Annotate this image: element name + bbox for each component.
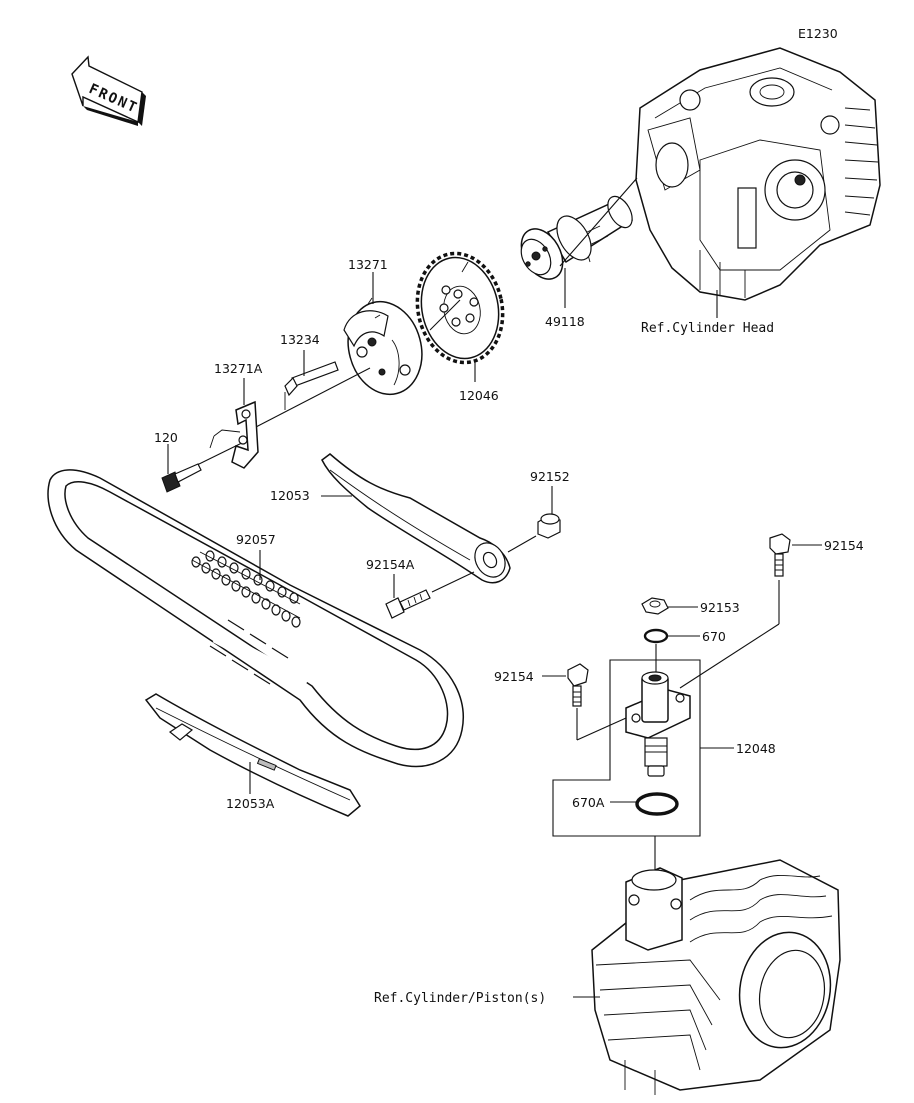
cylinder-block [591,859,841,1095]
decompressor-spring-bracket [209,400,259,469]
diagram-code: E1230 [798,26,838,41]
cylinder-head [635,47,881,301]
bolt-92154-left [567,663,589,707]
part-92154-left: 92154 [494,669,534,684]
chain-tensioner-guide [321,453,511,584]
part-12053: 12053 [270,488,310,503]
part-92154-right: 92154 [824,538,864,553]
part-92153: 92153 [700,600,740,615]
part-13234: 13234 [280,332,320,347]
camshaft [520,195,634,280]
part-120: 120 [154,430,178,445]
part-92154A: 92154A [366,557,415,572]
part-12053A: 12053A [226,796,275,811]
decompressor-weight [343,297,423,396]
o-ring-670A [635,792,679,816]
bolt-120 [161,463,202,493]
part-12048: 12048 [736,741,776,756]
o-ring-670 [643,628,669,644]
bolt-92154-right [769,533,791,577]
part-12046: 12046 [459,388,499,403]
part-670: 670 [702,629,726,644]
cam-chain [47,469,464,768]
nut-92153 [641,597,669,615]
part-13271A: 13271A [214,361,263,376]
part-92152: 92152 [530,469,570,484]
guide-pin [537,513,561,539]
bolt-92154A [385,589,431,619]
cam-sprocket [415,251,505,365]
part-49118: 49118 [545,314,585,329]
part-13271: 13271 [348,257,388,272]
ref-cylinder-piston: Ref.Cylinder/Piston(s) [374,991,546,1006]
cam-chain-tensioner-lifter [625,671,691,777]
assembly-bracket-12048 [552,659,701,837]
part-92057: 92057 [236,532,276,547]
part-670A: 670A [572,795,605,810]
ref-cylinder-head: Ref.Cylinder Head [641,321,774,336]
chain-guide [144,693,361,817]
front-arrow-icon: FRONT [71,55,146,126]
decompressor-pin [284,361,339,410]
